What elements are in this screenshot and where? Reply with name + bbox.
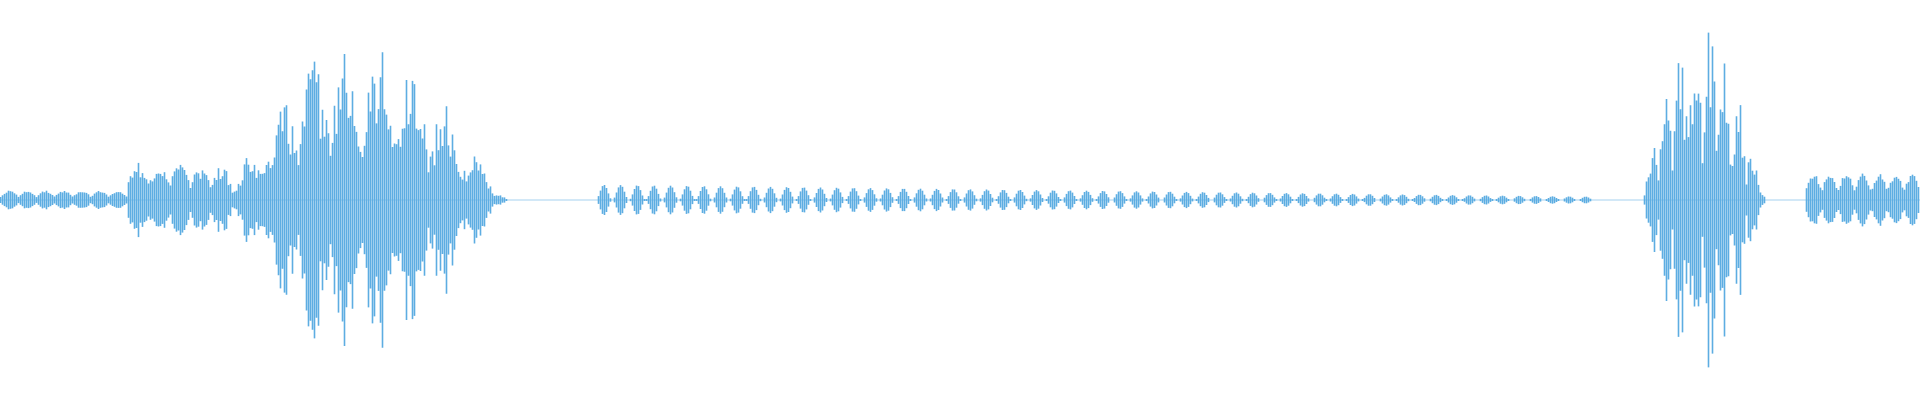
waveform-samples [0,32,1920,368]
